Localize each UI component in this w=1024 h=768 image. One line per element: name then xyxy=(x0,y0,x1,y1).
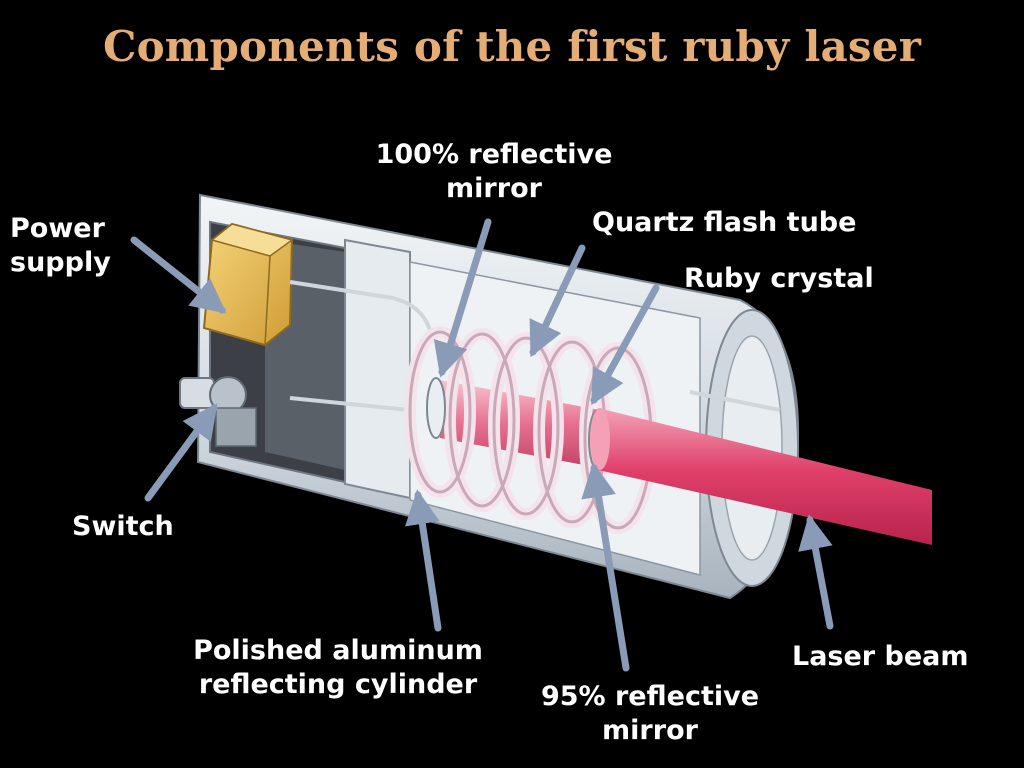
label-95-reflective-mirror-line1: 95% reflective xyxy=(540,681,760,712)
arrow-cylinder xyxy=(405,489,442,632)
label-quartz-flash-tube: Quartz flash tube xyxy=(592,207,857,238)
label-100-reflective-mirror-line1: 100% reflective xyxy=(375,139,613,170)
arrow-laser-beam xyxy=(798,514,834,630)
arrow-switch xyxy=(144,403,218,502)
label-power-supply-line2: supply xyxy=(10,247,111,278)
power-supply-block xyxy=(202,222,294,347)
label-power-supply: Power supply xyxy=(10,212,111,280)
label-power-supply-line1: Power xyxy=(10,213,105,244)
wiring xyxy=(289,280,781,412)
arrow-mirror100 xyxy=(433,218,492,378)
label-95-reflective-mirror: 95% reflective mirror xyxy=(534,680,766,748)
label-polished-aluminum-cylinder: Polished aluminum reflecting cylinder xyxy=(180,634,496,702)
switch-component xyxy=(179,376,257,447)
label-cylinder-line1: Polished aluminum xyxy=(193,635,483,666)
label-100-reflective-mirror-line2: mirror xyxy=(446,173,542,204)
arrow-flash-tube xyxy=(529,244,586,358)
label-95-reflective-mirror-line2: mirror xyxy=(602,715,698,746)
label-switch: Switch xyxy=(72,511,174,542)
label-cylinder-line2: reflecting cylinder xyxy=(198,669,478,700)
page-title: Components of the first ruby laser xyxy=(102,22,922,71)
arrow-mirror95 xyxy=(581,462,630,672)
arrow-ruby-crystal xyxy=(590,284,660,406)
label-100-reflective-mirror: 100% reflective mirror xyxy=(370,138,618,206)
callout-arrows xyxy=(130,218,834,672)
label-ruby-crystal: Ruby crystal xyxy=(684,263,874,294)
label-laser-beam: Laser beam xyxy=(792,641,969,672)
laser-beam-shape xyxy=(590,408,932,545)
arrow-power-supply xyxy=(130,236,227,314)
